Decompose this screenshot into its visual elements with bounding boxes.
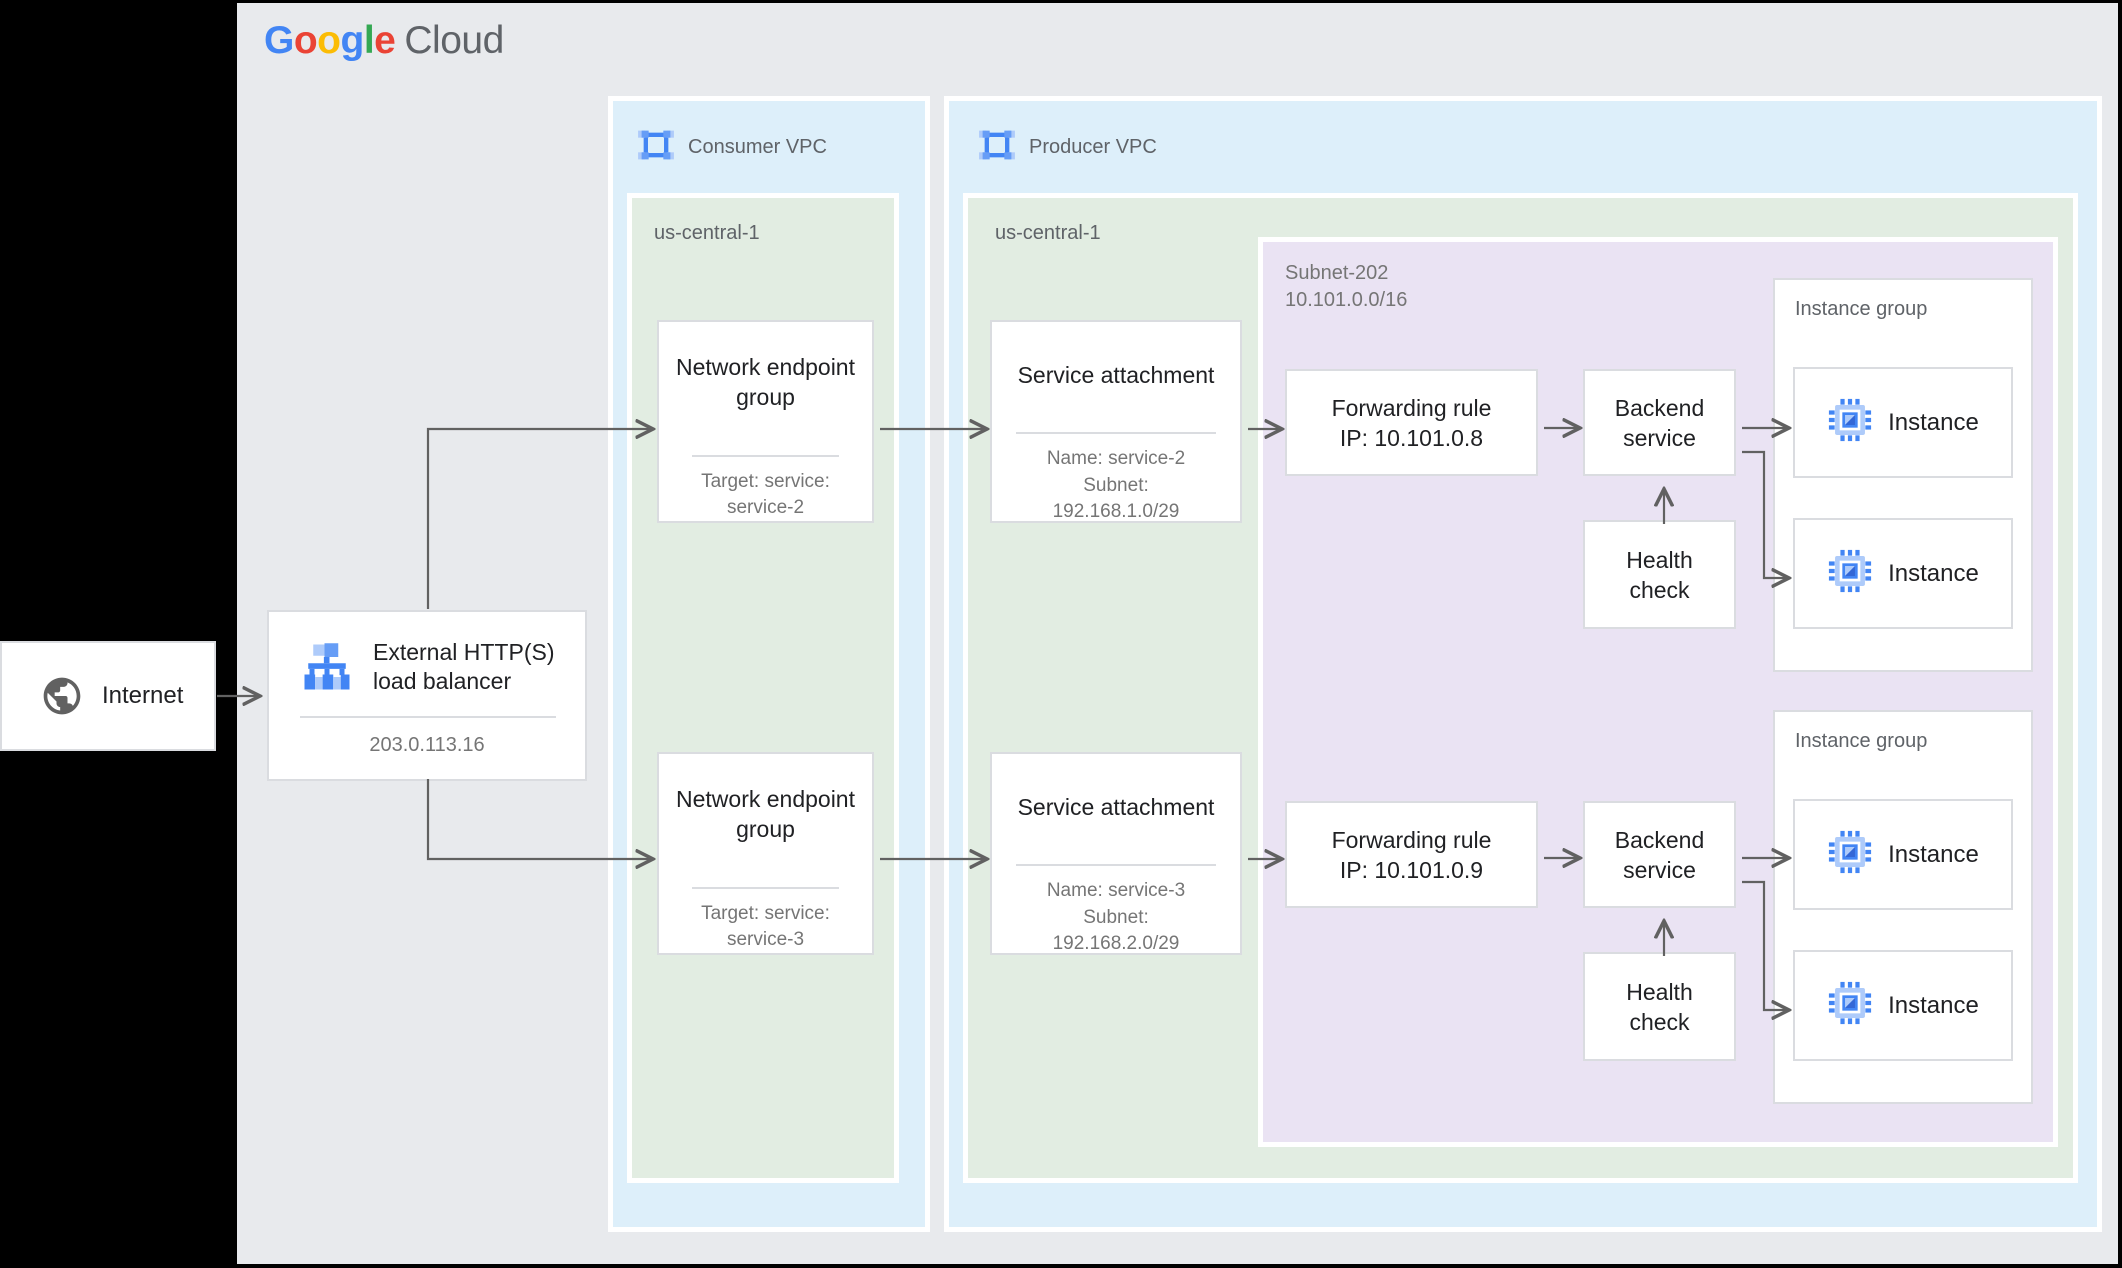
health-check-label: Health check [1626, 978, 1693, 1035]
logo-letter: o [293, 19, 318, 62]
consumer-region-label: us-central-1 [654, 222, 760, 244]
globe-icon [40, 674, 84, 718]
instance-label: Instance [1888, 840, 1979, 868]
network-endpoint-group-box-2: Network endpoint group Target: service: … [657, 752, 874, 955]
producer-region-zone: us-central-1 Service attachment Name: se… [963, 193, 2078, 1183]
vpc-network-icon [637, 126, 675, 169]
instance-label: Instance [1888, 559, 1979, 587]
instance-box-4: Instance [1793, 950, 2013, 1061]
backend-service-label: Backend service [1614, 394, 1705, 451]
health-check-label: Health check [1626, 546, 1693, 603]
load-balancer-ip: 203.0.113.16 [369, 734, 485, 756]
vpc-network-icon [978, 126, 1016, 169]
neg-title: Network endpoint group [676, 786, 855, 842]
instance-box-2: Instance [1793, 518, 2013, 629]
service-attachment-divider [1016, 432, 1216, 434]
health-check-box-2: Health check [1583, 952, 1736, 1061]
service-attachment-title: Service attachment [1017, 794, 1215, 820]
forwarding-rule-title: Forwarding rule [1331, 394, 1492, 421]
service-attachment-divider [1016, 864, 1216, 866]
neg-target: Target: service: service-2 [701, 471, 830, 518]
compute-instance-icon [1827, 980, 1873, 1031]
forwarding-rule-box-1: Forwarding rule IP: 10.101.0.8 [1285, 369, 1538, 476]
neg-target: Target: service: service-3 [701, 903, 830, 950]
service-attachment-box-1: Service attachment Name: service-2 Subne… [990, 320, 1242, 523]
neg-divider [692, 887, 839, 889]
producer-vpc-header: Producer VPC [978, 126, 1157, 169]
service-attachment-details: Name: service-3 Subnet: 192.168.2.0/29 [1046, 880, 1186, 954]
logo-letter: l [363, 19, 375, 62]
instance-box-1: Instance [1793, 367, 2013, 478]
forwarding-rule-ip: IP: 10.101.0.8 [1339, 424, 1484, 451]
backend-service-box-1: Backend service [1583, 369, 1736, 476]
logo-letter: o [317, 19, 341, 62]
subnet-label: Subnet-202 10.101.0.0/16 [1285, 262, 1408, 311]
producer-region-label: us-central-1 [995, 222, 1101, 244]
backend-service-box-2: Backend service [1583, 801, 1736, 908]
logo-letter: G [264, 19, 294, 62]
internet-box: Internet [0, 641, 216, 751]
forwarding-rule-title: Forwarding rule [1331, 826, 1492, 853]
instance-box-3: Instance [1793, 799, 2013, 910]
neg-divider [692, 455, 839, 457]
load-balancer-icon [302, 642, 352, 697]
service-attachment-box-2: Service attachment Name: service-3 Subne… [990, 752, 1242, 955]
instance-group-label: Instance group [1795, 298, 1928, 320]
forwarding-rule-box-2: Forwarding rule IP: 10.101.0.9 [1285, 801, 1538, 908]
logo-letter: g [340, 19, 365, 62]
instance-label: Instance [1888, 991, 1979, 1019]
forwarding-rule-ip: IP: 10.101.0.9 [1339, 856, 1484, 883]
logo-suffix: Cloud [404, 19, 504, 62]
instance-group-box-2: Instance group [1773, 710, 2033, 1104]
service-attachment-title: Service attachment [1017, 362, 1215, 388]
service-attachment-details: Name: service-2 Subnet: 192.168.1.0/29 [1046, 448, 1186, 522]
logo-letter: e [374, 19, 396, 62]
producer-vpc-zone: Producer VPC us-central-1 Service attach… [944, 96, 2102, 1232]
health-check-box-1: Health check [1583, 520, 1736, 629]
subnet-zone: Subnet-202 10.101.0.0/16 Forwarding rule… [1258, 237, 2058, 1147]
compute-instance-icon [1827, 829, 1873, 880]
backend-service-label: Backend service [1614, 826, 1705, 883]
instance-group-label: Instance group [1795, 730, 1928, 752]
neg-title: Network endpoint group [676, 354, 855, 410]
load-balancer-title: External HTTP(S) load balancer [373, 639, 555, 694]
compute-instance-icon [1827, 548, 1873, 599]
compute-instance-icon [1827, 397, 1873, 448]
load-balancer-box: External HTTP(S) load balancer 203.0.113… [267, 610, 587, 781]
consumer-region-zone: us-central-1 Network endpoint group Targ… [627, 193, 899, 1183]
instance-label: Instance [1888, 408, 1979, 436]
instance-group-box-1: Instance group [1773, 278, 2033, 672]
consumer-vpc-label: Consumer VPC [688, 136, 827, 158]
consumer-vpc-header: Consumer VPC [637, 126, 827, 169]
producer-vpc-label: Producer VPC [1029, 136, 1157, 158]
load-balancer-divider [300, 716, 556, 718]
consumer-vpc-zone: Consumer VPC us-central-1 Network endpoi… [608, 96, 930, 1232]
internet-label: Internet [102, 682, 184, 709]
network-endpoint-group-box-1: Network endpoint group Target: service: … [657, 320, 874, 523]
